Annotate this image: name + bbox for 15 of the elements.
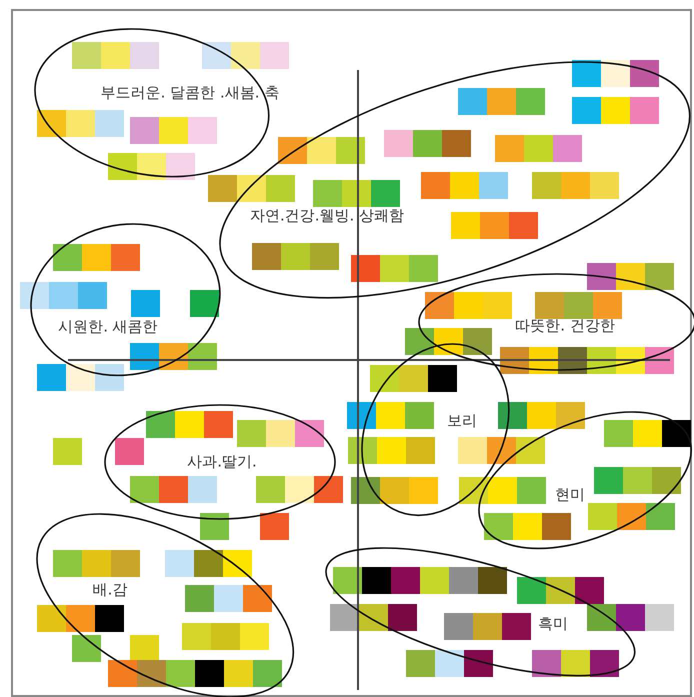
category-label: 부드러운. 달콤한 .새봄. 축 <box>100 85 280 100</box>
category-label: 사과.딸기. <box>187 454 257 470</box>
category-label: 자연.건강.웰빙. 상쾌함 <box>250 208 404 224</box>
category-ellipse <box>478 412 692 548</box>
category-label: 흑미 <box>538 616 568 632</box>
category-ellipse <box>105 405 335 519</box>
category-label: 배.감 <box>92 582 128 598</box>
category-ellipse <box>362 344 508 516</box>
category-label: 보리 <box>446 413 477 428</box>
category-ellipse <box>326 548 634 676</box>
category-ellipse <box>220 62 690 298</box>
category-label: 현미 <box>554 487 585 502</box>
category-label: 시원한. 새콤한 <box>58 319 158 334</box>
category-label: 따뜻한. 건강한 <box>515 318 615 334</box>
category-ellipse <box>30 224 220 376</box>
